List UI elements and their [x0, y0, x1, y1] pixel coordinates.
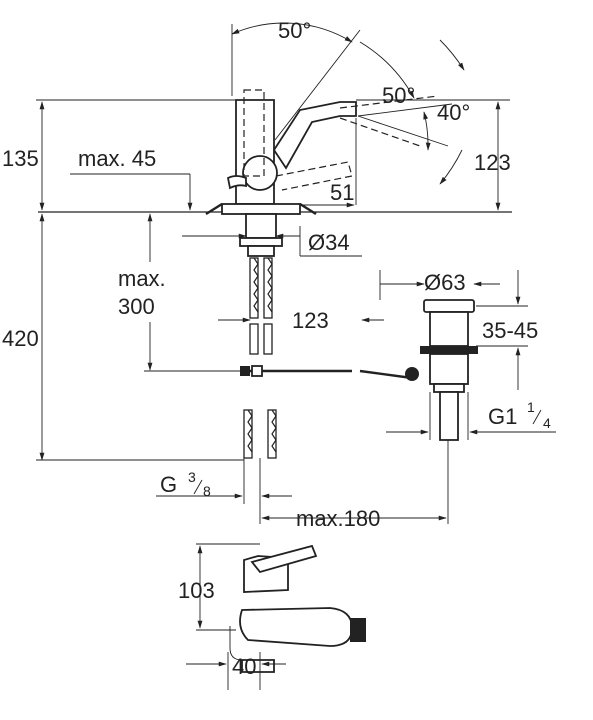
top-view-lever: [250, 544, 318, 574]
mixer-top-view: [229, 544, 366, 673]
label-dia-34: Ø34: [308, 230, 350, 255]
base-plate: [221, 203, 301, 215]
lever-position-a: [243, 89, 265, 177]
label-max-180: max.180: [296, 506, 380, 531]
label-135: 135: [2, 146, 39, 171]
label-max-45: max. 45: [78, 146, 156, 171]
label-51: 51: [330, 180, 354, 205]
label-g38-base: G: [160, 472, 177, 497]
base-hatch: [205, 202, 317, 216]
label-40: 40: [232, 654, 256, 679]
spout: [272, 101, 357, 170]
label-35-45: 35-45: [482, 318, 538, 343]
label-max-300-line2: 300: [118, 294, 155, 319]
label-max-300-line1: max.: [118, 266, 166, 291]
label-g1-denominator: 4: [543, 415, 551, 431]
bottom-dimension-lines: [186, 543, 286, 690]
supply-hoses: [243, 257, 277, 459]
label-123-hose: 123: [292, 308, 329, 333]
label-g38-numerator: 3: [188, 469, 196, 485]
angle-label-spout: 50°: [382, 83, 415, 108]
top-view-clip: [229, 626, 243, 661]
top-view-spout: [239, 607, 353, 647]
g1-fraction-slash: [532, 409, 542, 425]
angle-label-tilt: 40°: [437, 100, 470, 125]
label-g1-base: G1: [488, 404, 517, 429]
label-g1-numerator: 1: [527, 399, 535, 415]
label-123-height: 123: [474, 150, 511, 175]
dimension-labels: 50° 50° 40° 135 max. 45 123 51 Ø34 max. …: [2, 18, 551, 679]
spout-tilt-a: [339, 117, 421, 147]
lever-position-b: [275, 161, 353, 191]
thread-nut: [247, 245, 275, 257]
mounting-shank: [245, 213, 277, 239]
lever-tab: [226, 175, 247, 190]
mounting-nut: [239, 237, 283, 247]
mixer-side-view: [38, 89, 512, 459]
angle-label-top: 50°: [278, 18, 311, 43]
g38-fraction-slash: [193, 479, 203, 495]
label-420: 420: [2, 326, 39, 351]
spout-tilt-b: [339, 95, 439, 109]
label-dia-63: Ø63: [424, 270, 466, 295]
rod-clip: [240, 366, 250, 376]
waste-valve: [405, 299, 478, 441]
label-103: 103: [178, 578, 215, 603]
label-g38-denominator: 8: [203, 483, 211, 499]
top-view-aerator: [350, 618, 366, 642]
popup-rod-right: [359, 369, 413, 380]
dimension-lines: [36, 22, 556, 524]
lever-knob: [242, 155, 278, 191]
rod-clamp: [251, 365, 263, 377]
